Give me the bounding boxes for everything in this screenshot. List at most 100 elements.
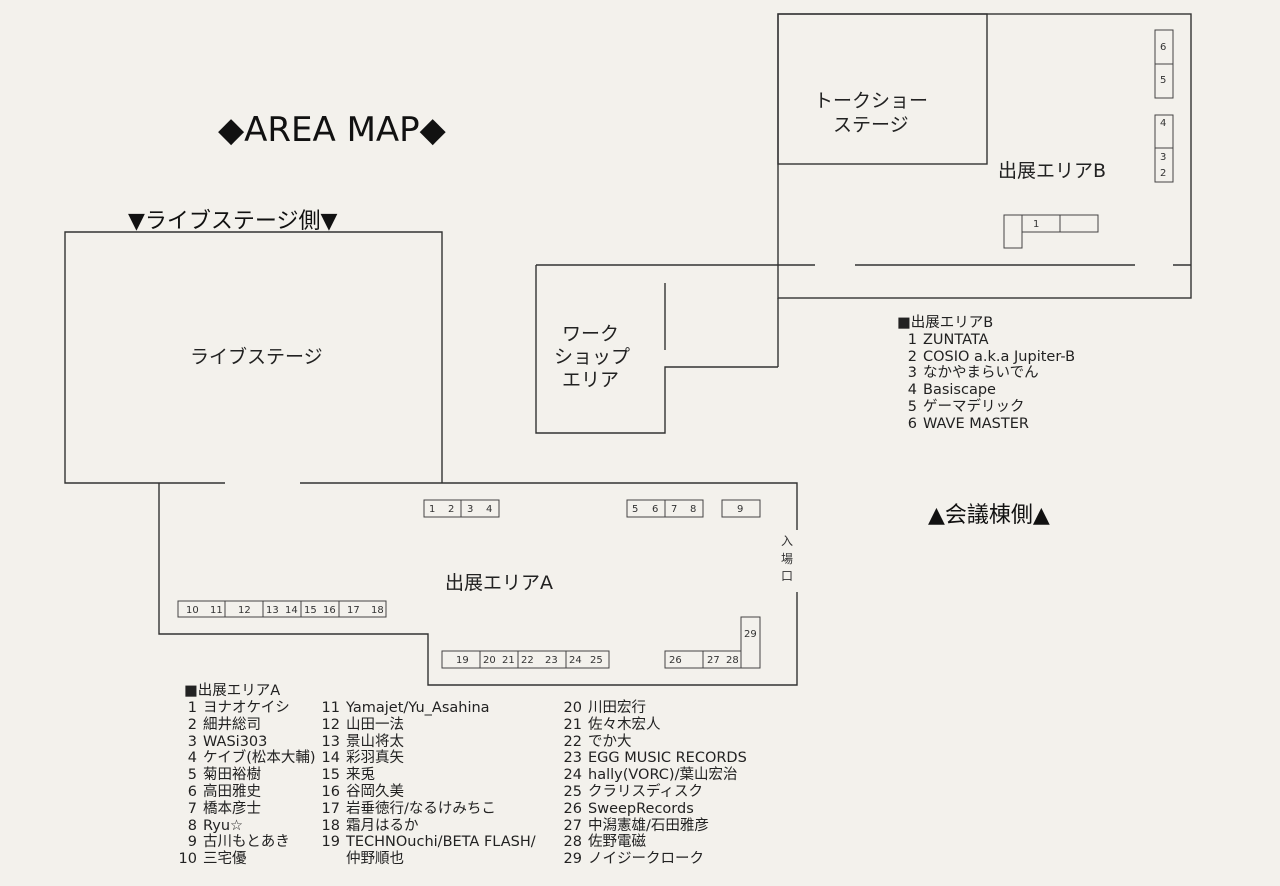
entrance-label-1: 入	[781, 534, 793, 548]
booth-outline	[1154, 63, 1174, 99]
exhibitor-name: 高田雅史	[203, 783, 261, 800]
booth-number[interactable]: 12	[238, 605, 251, 616]
live-stage-label: ライブステージ	[190, 345, 323, 368]
booth-number[interactable]: 20	[483, 655, 496, 666]
booth-number[interactable]: 23	[545, 655, 558, 666]
exhibitor-name: 中潟憲雄/石田雅彦	[588, 817, 709, 834]
list-item: 27 中潟憲雄/石田雅彦	[560, 818, 747, 835]
booth-number[interactable]: 13	[266, 605, 279, 616]
booth-number[interactable]: 22	[521, 655, 534, 666]
booth-number[interactable]: 1	[1033, 219, 1039, 230]
exhibitor-number: 28	[563, 834, 582, 851]
exhibitor-number: 29	[563, 851, 582, 868]
exhibitor-number: 18	[321, 817, 340, 834]
exhibitor-number: 25	[563, 783, 582, 800]
exhibitor-number	[318, 851, 340, 868]
entrance-label-2: 場	[781, 552, 793, 566]
exhibitor-number: 1	[907, 331, 917, 348]
booth-number[interactable]: 25	[590, 655, 603, 666]
exhibitor-name: 三宅優	[203, 851, 247, 868]
booth-number[interactable]: 11	[210, 605, 223, 616]
booth-number[interactable]: 7	[671, 504, 677, 515]
booth-number[interactable]: 28	[726, 655, 739, 666]
booth-number[interactable]: 1	[429, 504, 435, 515]
booth-number[interactable]: 6	[652, 504, 658, 515]
booth-outline	[1003, 214, 1023, 249]
booth-number[interactable]: 4	[1160, 118, 1166, 129]
workshop-label-1: ワーク	[562, 323, 619, 345]
exhibitor-name: 彩羽真矢	[346, 750, 404, 767]
exhibitor-number: 22	[563, 733, 582, 750]
booth-number[interactable]: 5	[632, 504, 638, 515]
booth-number[interactable]: 5	[1160, 75, 1166, 86]
area-b-label: 出展エリアB	[998, 160, 1106, 182]
exhibitor-name: でか大	[588, 733, 632, 750]
live-stage-room: ライブステージ	[64, 231, 443, 484]
exhibitor-name: EGG MUSIC RECORDS	[588, 750, 747, 767]
exhibitor-name: 山田一法	[346, 716, 404, 733]
booth-number[interactable]: 9	[737, 504, 743, 515]
area-a-list-heading: ■出展エリアA	[184, 683, 281, 699]
booth-number[interactable]: 6	[1160, 42, 1166, 53]
booth-number[interactable]: 24	[569, 655, 582, 666]
map-title: ◆AREA MAP◆	[218, 110, 447, 150]
booth-outline	[740, 616, 761, 669]
exhibitor-name: ゲーマデリック	[923, 398, 1025, 415]
booth-number[interactable]: 14	[285, 605, 298, 616]
booth-number[interactable]: 3	[467, 504, 473, 515]
booth-outline	[664, 499, 704, 518]
booth-number[interactable]: 29	[744, 629, 757, 640]
booth-number[interactable]: 17	[347, 605, 360, 616]
list-item: 8 Ryu☆	[175, 818, 316, 835]
booth-number[interactable]: 4	[486, 504, 492, 515]
exhibitor-name: 霜月はるか	[346, 817, 419, 834]
booth-outline	[565, 650, 610, 669]
exhibitor-name: なかやまらいでん	[923, 365, 1039, 382]
list-item: 22 でか大	[560, 734, 747, 751]
booth-number[interactable]: 27	[707, 655, 720, 666]
exhibitor-number: 14	[321, 750, 340, 767]
booth-number[interactable]: 19	[456, 655, 469, 666]
exhibitor-name: クラリスディスク	[588, 783, 703, 800]
booth-number[interactable]: 8	[690, 504, 696, 515]
booth-outline	[1021, 214, 1061, 233]
exhibitor-name: TECHNOuchi/BETA FLASH/	[346, 834, 536, 851]
booth-number[interactable]: 10	[186, 605, 199, 616]
exhibitor-name: Yamajet/Yu_Asahina	[346, 700, 490, 716]
exhibitor-number: 16	[321, 783, 340, 800]
booth-number[interactable]: 16	[323, 605, 336, 616]
booth-number[interactable]: 2	[1160, 168, 1166, 179]
area-a-exhibitor-list: ■出展エリアA	[184, 683, 280, 700]
exhibitor-name: 菊田裕樹	[203, 767, 261, 784]
booth-number[interactable]: 15	[304, 605, 317, 616]
booth-number[interactable]: 3	[1160, 152, 1166, 163]
booth-number[interactable]: 21	[502, 655, 515, 666]
exhibitor-name: Ryu☆	[203, 817, 244, 834]
entrance-label-3: 口	[781, 569, 793, 583]
booth-number[interactable]: 26	[669, 655, 682, 666]
booth-number[interactable]: 2	[448, 504, 454, 515]
exhibitor-name: 岩垂徳行/なるけみちこ	[346, 800, 496, 817]
exhibitor-number: 3	[187, 733, 197, 750]
exhibitor-name: ヨナオケイシ	[203, 700, 290, 716]
booth-number[interactable]: 18	[371, 605, 384, 616]
list-item: 14 彩羽真矢	[318, 750, 536, 767]
exhibitor-number: 7	[187, 800, 197, 817]
conference-side-label: ▲会議棟側▲	[928, 503, 1050, 528]
list-item: 仲野順也	[318, 851, 536, 868]
exhibitor-number: 6	[907, 415, 917, 432]
exhibitor-number: 2	[907, 348, 917, 365]
exhibitor-number: 8	[187, 817, 197, 834]
exhibitor-number: 27	[563, 817, 582, 834]
